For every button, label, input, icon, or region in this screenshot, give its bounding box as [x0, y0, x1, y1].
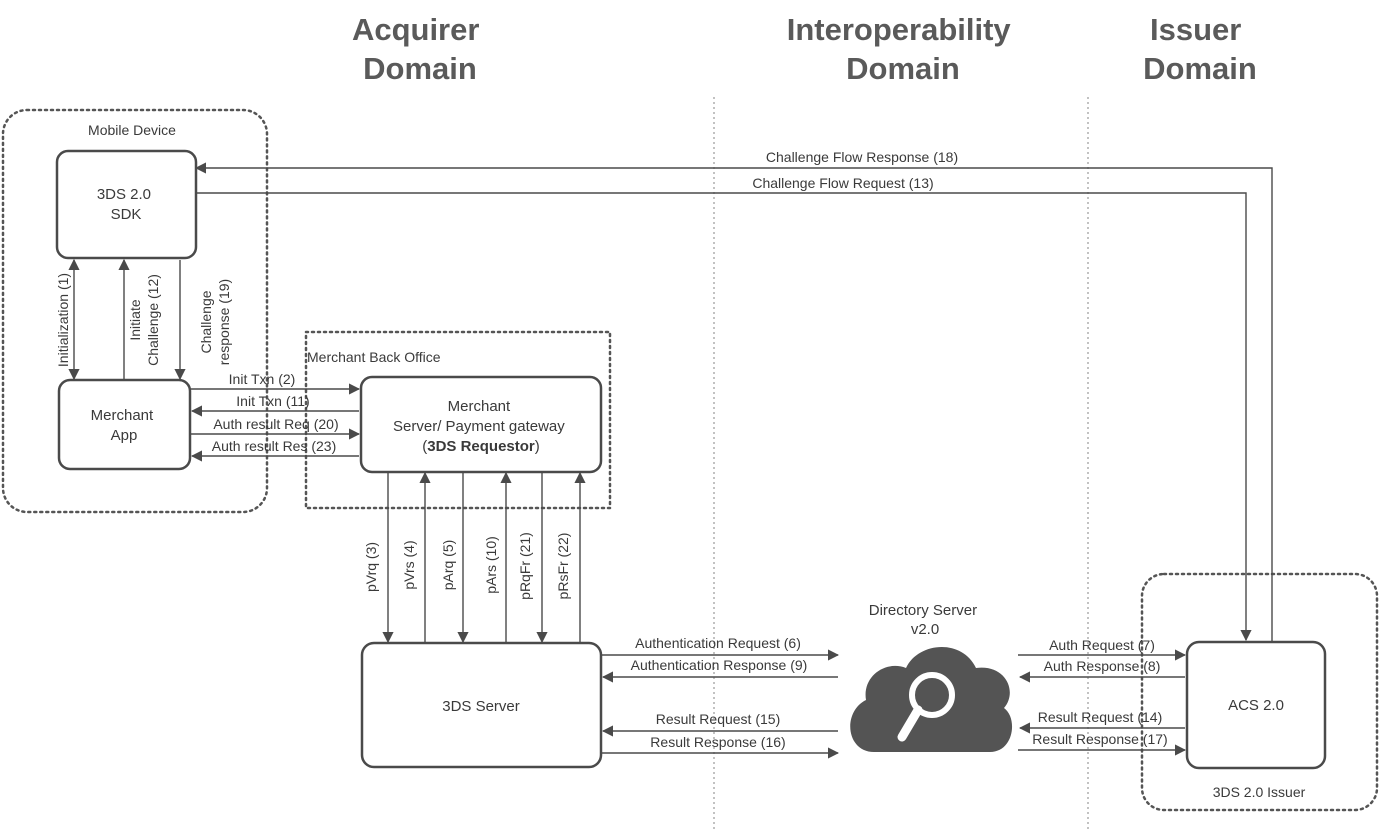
initiate-challenge-line1: Initiate: [127, 299, 143, 340]
parq-label: pArq (5): [440, 540, 456, 591]
directory-server-cloud-icon: [850, 646, 1013, 752]
server-3ds-label: 3DS Server: [442, 698, 520, 715]
merchant-server-label: Merchant Server/ Payment gateway (3DS Re…: [393, 398, 569, 455]
pars-label: pArs (10): [483, 536, 499, 594]
auth-response-8-label: Auth Response (8): [1044, 658, 1161, 674]
result-request-15-label: Result Request (15): [656, 711, 781, 727]
result-response-16-label: Result Response (16): [650, 734, 785, 750]
acs-label: ACS 2.0: [1228, 697, 1284, 714]
server-3ds-node: [360, 641, 603, 769]
auth-result-res-label: Auth result Res (23): [212, 438, 337, 454]
initialization-label: Initialization (1): [55, 273, 71, 367]
domain-heading-interoperability: Interoperability Domain: [787, 12, 1020, 86]
init-txn-11-label: Init Txn (11): [236, 393, 309, 409]
prqfr-label: pRqFr (21): [517, 532, 533, 600]
prsfr-label: pRsFr (22): [555, 533, 571, 600]
issuer-group: [1140, 572, 1379, 812]
challenge-flow-response-arrow: [194, 162, 1273, 643]
merchant-server-node: [359, 375, 603, 474]
merchant-back-office-label: Merchant Back Office: [307, 349, 441, 365]
mobile-device-group: [1, 108, 269, 514]
init-txn-2-label: Init Txn (2): [229, 371, 296, 387]
challenge-response-line1: Challenge: [198, 290, 214, 353]
result-request-14-label: Result Request (14): [1038, 709, 1163, 725]
pvrs-label: pVrs (4): [401, 540, 417, 589]
acs-node: [1185, 640, 1327, 770]
auth-request-7-label: Auth Request (7): [1049, 637, 1155, 653]
sdk-label: 3DS 2.0 SDK: [97, 186, 155, 223]
initiate-challenge-line2: Challenge (12): [145, 274, 161, 366]
merchant-app-node: [57, 378, 192, 471]
domain-heading-issuer: Issuer Domain: [1143, 12, 1257, 86]
auth-result-req-label: Auth result Req (20): [213, 416, 338, 432]
sdk-node: [55, 149, 198, 260]
challenge-response-line2: response (19): [216, 279, 232, 365]
mobile-device-label: Mobile Device: [88, 122, 176, 138]
result-response-17-label: Result Response (17): [1032, 731, 1167, 747]
merchant-back-office-group: [304, 330, 612, 510]
challenge-flow-response-label: Challenge Flow Response (18): [766, 149, 958, 165]
domain-heading-acquirer: Acquirer Domain: [352, 12, 488, 86]
issuer-group-label: 3DS 2.0 Issuer: [1213, 784, 1306, 800]
authentication-response-label: Authentication Response (9): [631, 657, 808, 673]
directory-server-label: Directory Server v2.0: [869, 602, 982, 638]
challenge-flow-request-arrow: [196, 192, 1252, 642]
challenge-flow-request-label: Challenge Flow Request (13): [752, 175, 933, 191]
merchant-app-label: Merchant App: [91, 407, 158, 444]
pvrq-label: pVrq (3): [363, 542, 379, 592]
authentication-request-label: Authentication Request (6): [635, 635, 801, 651]
